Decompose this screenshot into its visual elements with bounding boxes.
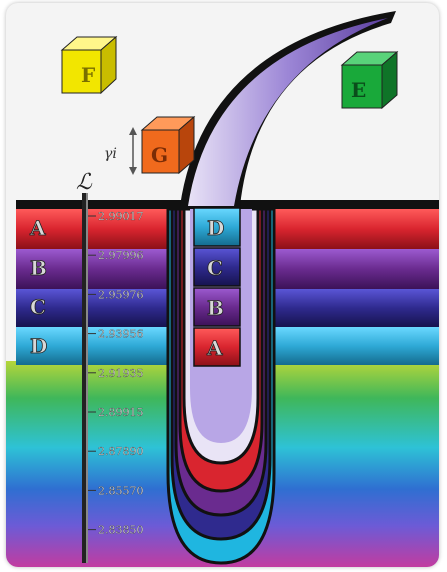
axis-ticks: 2.99017 2.97996 2.95976 2.93956 2.91935 2.899…	[88, 210, 144, 537]
cube-g-label: G	[151, 143, 168, 167]
axis-tick-label: 2.97996	[98, 249, 144, 262]
pit-label-b: B	[207, 296, 224, 320]
layer-label-b: B	[30, 256, 47, 280]
layer-label-d: D	[30, 334, 47, 358]
trench-diagram: F E G γi ℒ 2.990172.979962.959762.939562…	[6, 11, 439, 567]
axis-tick-label: 2.95976	[98, 288, 144, 301]
pit-label-a: A	[206, 336, 223, 360]
axis-tick-label: 2.87890	[98, 445, 144, 458]
layer-label-c: C	[30, 295, 46, 319]
cube-e	[340, 50, 399, 110]
axis-symbol: ℒ	[76, 170, 93, 195]
layer-label-a: A	[29, 216, 46, 240]
cube-e-label: E	[351, 78, 366, 102]
tool-arc	[188, 18, 388, 206]
cube-f	[60, 35, 118, 95]
pit-label-c: C	[207, 256, 223, 280]
pit-stack	[193, 207, 241, 367]
axis-tick-label: 2.99017	[98, 210, 144, 223]
pit-label-d: D	[207, 216, 224, 240]
axis-tick-label: 2.91935	[98, 367, 144, 380]
cube-f-label: F	[81, 63, 95, 87]
axis-tick-label: 2.93956	[98, 328, 144, 341]
axis-line	[82, 193, 86, 563]
axis-tick-label: 2.85570	[98, 484, 144, 497]
gamma-label: γi	[104, 146, 117, 162]
cube-g	[140, 115, 196, 175]
axis-tick-label: 2.89915	[98, 406, 144, 419]
axis-tick-label: 2.83850	[98, 524, 144, 537]
